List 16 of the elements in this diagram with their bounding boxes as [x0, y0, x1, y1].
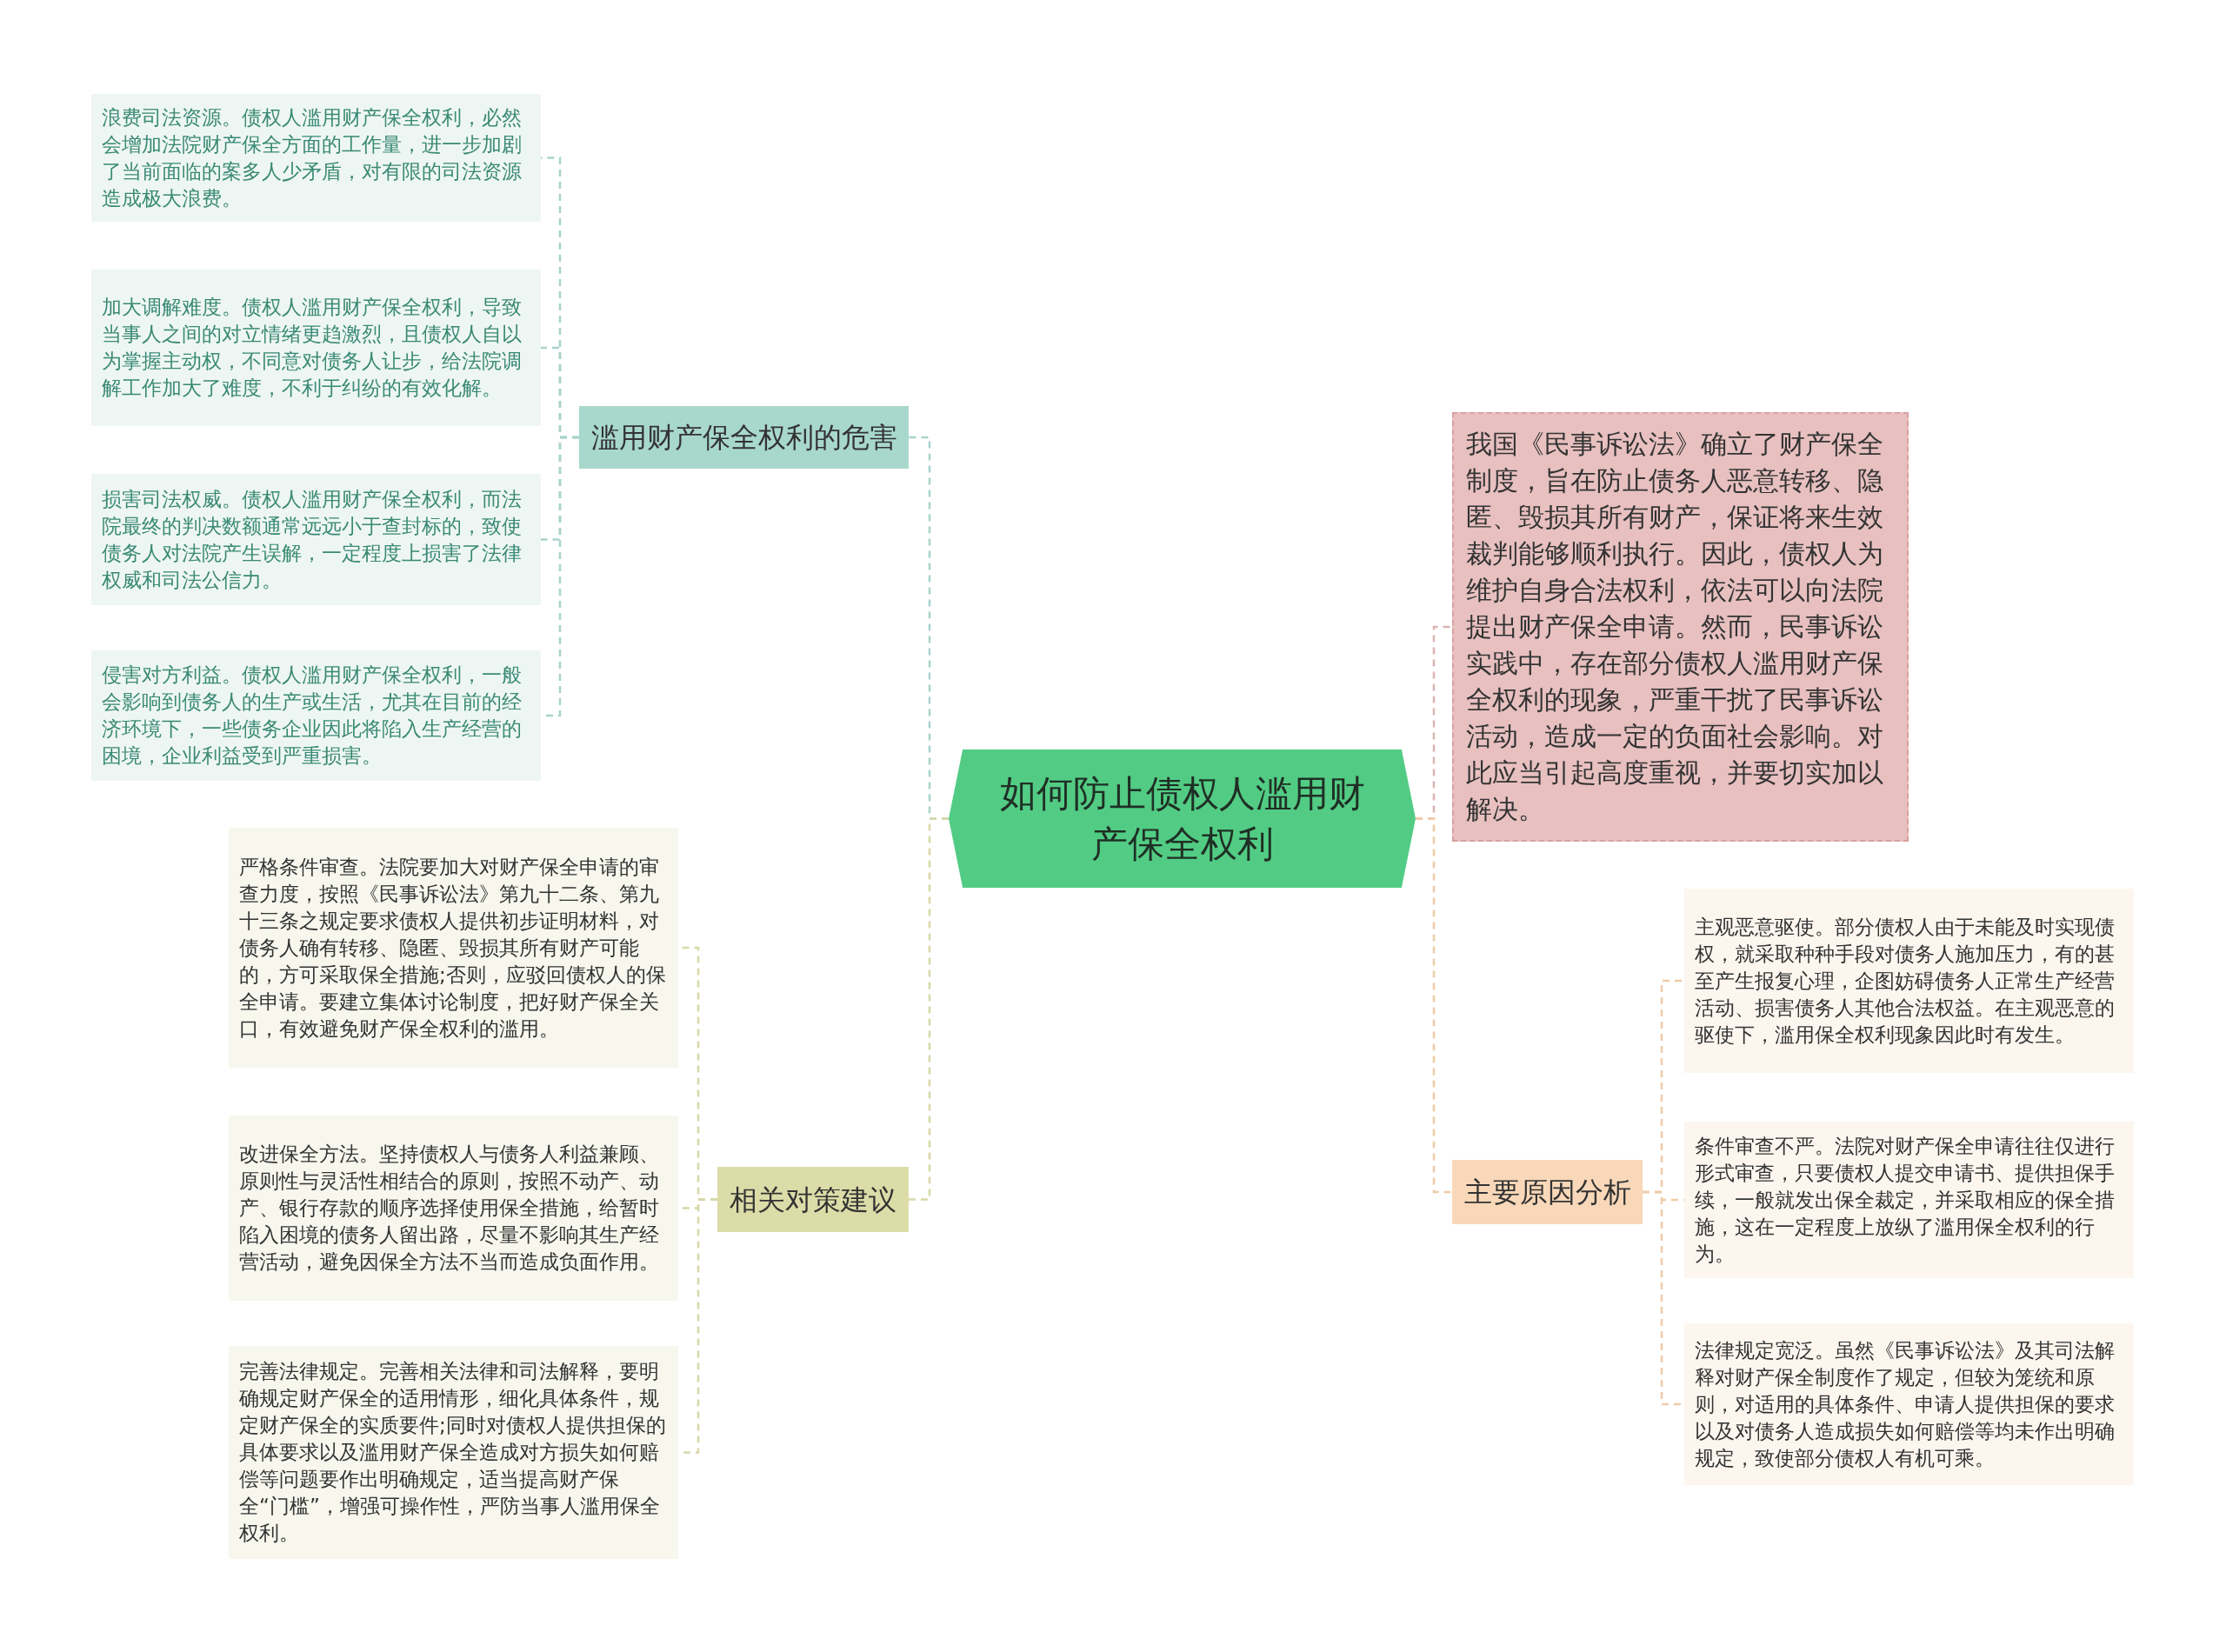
connector: [909, 817, 949, 1201]
text-card: 侵害对方利益。债权人滥用财产保全权利，一般会影响到债务人的生产或生活，尤其在目前的经济环境下，一些债务企业因此将陷入生产经营的困境，企业利益受到严重损害。: [91, 650, 541, 781]
branch-box: 主要原因分析: [1452, 1160, 1643, 1224]
branch-box: 滥用财产保全权利的危害: [579, 406, 909, 469]
text-card: 条件审查不严。法院对财产保全申请往往仅进行形式审查，只要债权人提交申请书、提供担保手续，一般就发出保全裁定，并采取相应的保全措施，这在一定程度上放纵了滥用保全权利的行为。: [1684, 1122, 2134, 1278]
text-card: 加大调解难度。债权人滥用财产保全权利，导致当事人之间的对立情绪更趋激烈，且债权人自以为掌握主动权，不同意对债务人让步，给法院调解工作加大了难度，不利于纠纷的有效化解。: [91, 270, 541, 426]
connector: [1416, 817, 1452, 1194]
branch-box: 相关对策建议: [717, 1167, 909, 1232]
text-card: 浪费司法资源。债权人滥用财产保全权利，必然会增加法院财产保全方面的工作量，进一步加剧了当前面临的案多人少矛盾，对有限的司法资源造成极大浪费。: [91, 94, 541, 222]
text-card: 法律规定宽泛。虽然《民事诉讼法》及其司法解释对财产保全制度作了规定，但较为笼统和原则，对适用的具体条件、申请人提供担保的要求以及对债务人造成损失如何赔偿等均未作出明确规定，致使部分债权人有机可乘。: [1684, 1323, 2134, 1485]
text-card: 我国《民事诉讼法》确立了财产保全制度，旨在防止债务人恶意转移、隐匿、毁损其所有财产，保证将来生效裁判能够顺利执行。因此，债权人为维护自身合法权利，依法可以向法院提出财产保全申请。然而，民事诉讼实践中，存在部分债权人滥用财产保全权利的现象，严重干扰了民事诉讼活动，造成一定的负面社会影响。对此应当引起高度重视，并要切实加以解决。: [1452, 412, 1909, 842]
text-card: 完善法律规定。完善相关法律和司法解释，要明确规定财产保全的适用情形，细化具体条件，规定财产保全的实质要件;同时对债权人提供担保的具体要求以及滥用财产保全造成对方损失如何赔偿等问题要作出明确规定，适当提高财产保全“门槛”，增强可操作性，严防当事人滥用保全权利。: [229, 1346, 678, 1559]
text-card: 严格条件审查。法院要加大对财产保全申请的审查力度，按照《民事诉讼法》第九十二条、第九十三条之规定要求债权人提供初步证明材料，对债务人确有转移、隐匿、毁损其所有财产可能的，方可采取保全措施;否则，应驳回债权人的保全申请。要建立集体讨论制度，把好财产保全关口，有效避免财产保全权利的滥用。: [229, 828, 678, 1068]
text-card: 改进保全方法。坚持债权人与债务人利益兼顾、原则性与灵活性相结合的原则，按照不动产、动产、银行存款的顺序选择使用保全措施，给暂时陷入困境的债务人留出路，尽量不影响其生产经营活动，避免因保全方法不当而造成负面作用。: [229, 1116, 678, 1301]
text-card: 主观恶意驱使。部分债权人由于未能及时实现债权，就采取种种手段对债务人施加压力，有的甚至产生报复心理，企图妨碍债务人正常生产经营活动、损害债务人其他合法权益。在主观恶意的驱使下，滥用保全权利现象因此时有发生。: [1684, 889, 2134, 1073]
text-card: 损害司法权威。债权人滥用财产保全权利，而法院最终的判决数额通常远远小于查封标的，致使债务人对法院产生误解，一定程度上损害了法律权威和司法公信力。: [91, 474, 541, 605]
